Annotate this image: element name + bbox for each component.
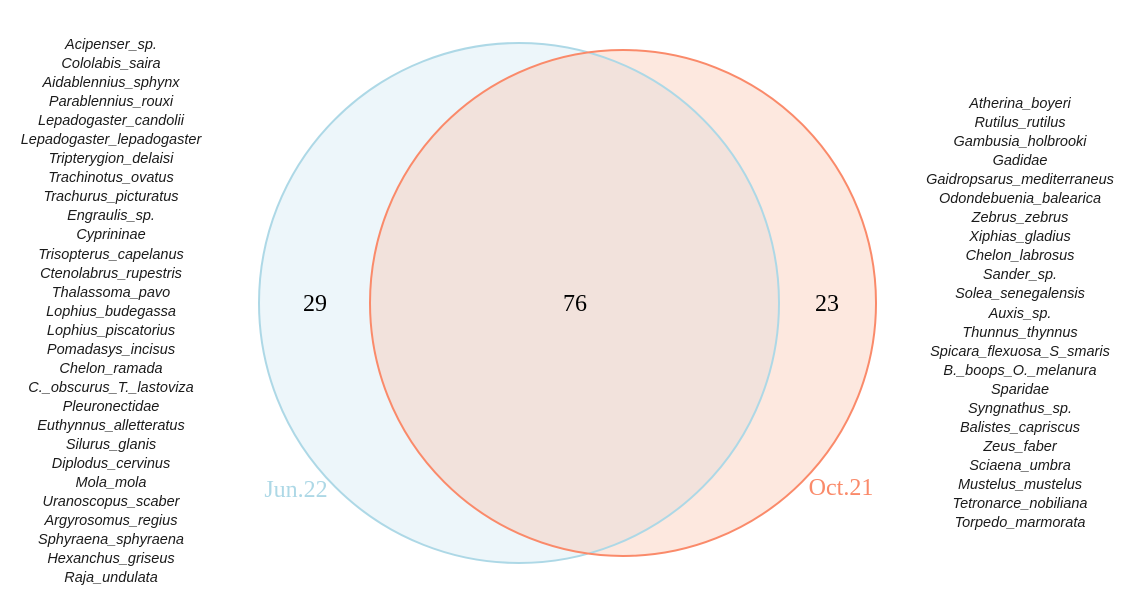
- species-name: Raja_undulata: [64, 570, 158, 587]
- species-name: Gadidae: [992, 153, 1048, 170]
- species-name: Chelon_labrosus: [965, 248, 1075, 265]
- species-name: Chelon_ramada: [59, 360, 163, 377]
- species-name: Spicara_flexuosa_S_smaris: [930, 343, 1110, 360]
- species-name: Mustelus_mustelus: [957, 476, 1083, 493]
- species-name: Rutilus_rutilus: [974, 115, 1066, 132]
- species-name: Torpedo_marmorata: [954, 515, 1086, 532]
- species-name: Uranoscopus_scaber: [42, 494, 180, 511]
- species-name: Engraulis_sp.: [67, 208, 155, 225]
- species-name: Parablennius_rouxi: [48, 94, 174, 111]
- species-name: Tetronarce_nobiliana: [952, 495, 1088, 512]
- species-name: Argyrosomus_regius: [44, 513, 178, 530]
- count-both: 76: [563, 291, 587, 317]
- species-name: Diplodus_cervinus: [51, 456, 171, 473]
- species-name: Odondebuenia_balearica: [938, 191, 1102, 208]
- species-name: Lepadogaster_lepadogaster: [20, 132, 202, 149]
- species-name: Sander_sp.: [982, 267, 1058, 284]
- species-name: Pomadasys_incisus: [46, 341, 176, 358]
- oct21-circle: [370, 50, 876, 556]
- species-name: Trisopterus_capelanus: [38, 246, 184, 263]
- jun22-circle: [259, 43, 779, 563]
- jun22-circle-outline: [258, 42, 780, 564]
- species-name: Euthynnus_alletteratus: [37, 417, 185, 434]
- species-name: Ctenolabrus_rupestris: [40, 265, 182, 282]
- species-name: Solea_senegalensis: [955, 286, 1085, 303]
- species-name: Auxis_sp.: [988, 305, 1052, 322]
- oct21-circle-outline: [369, 49, 877, 557]
- count-only-oct21: 23: [815, 291, 839, 317]
- species-name: Trachurus_picturatus: [43, 189, 179, 206]
- count-only-jun22: 29: [303, 291, 327, 317]
- species-name: Lophius_budegassa: [46, 303, 176, 320]
- species-name: Cololabis_saira: [61, 56, 161, 73]
- species-name: Sphyraena_sphyraena: [38, 532, 184, 549]
- species-name: Syngnathus_sp.: [968, 400, 1072, 417]
- species-name: Atherina_boyeri: [969, 96, 1071, 112]
- species-name: Acipenser_sp.: [65, 37, 157, 53]
- species-name: Sciaena_umbra: [969, 457, 1071, 474]
- species-name: Zebrus_zebrus: [971, 210, 1069, 227]
- species-name: C._obscurus_T._lastoviza: [28, 379, 194, 396]
- species-name: Tripterygion_delaisi: [48, 151, 174, 168]
- species-name: Gambusia_holbrooki: [953, 134, 1087, 151]
- species-name: Mola_mola: [75, 475, 147, 492]
- species-name: Balistes_capriscus: [959, 419, 1081, 436]
- set-label-oct21: Oct.21: [809, 475, 874, 501]
- species-name: Gaidropsarus_mediterraneus: [926, 172, 1114, 189]
- species-name: Thunnus_thynnus: [962, 324, 1078, 341]
- species-name: Xiphias_gladius: [969, 229, 1071, 246]
- species-name: Hexanchus_griseus: [47, 551, 175, 568]
- species-name: Lophius_piscatorius: [46, 322, 176, 339]
- species-name: Lepadogaster_candolii: [38, 113, 184, 130]
- set-label-jun22: Jun.22: [264, 477, 327, 503]
- species-name: Cyprininae: [76, 227, 146, 244]
- species-name: Trachinotus_ovatus: [48, 170, 174, 187]
- species-name: B._boops_O._melanura: [943, 362, 1097, 379]
- species-name: Zeus_faber: [983, 438, 1057, 455]
- species-name: Thalassoma_pavo: [51, 284, 171, 301]
- species-name: Pleuronectidae: [62, 398, 160, 415]
- species-name: Sparidae: [990, 381, 1050, 398]
- species-name: Aidablennius_sphynx: [42, 75, 180, 92]
- species-name: Silurus_glanis: [65, 436, 157, 453]
